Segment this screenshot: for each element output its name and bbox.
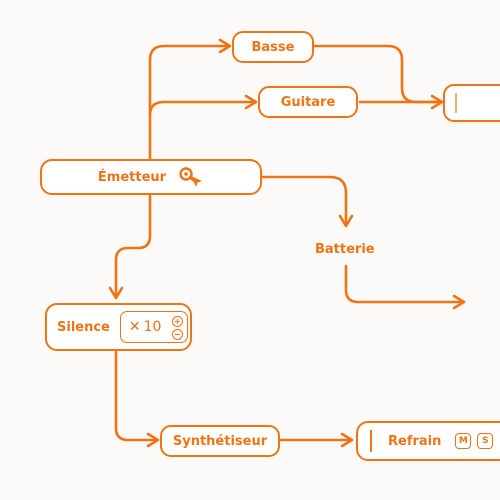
node-guitare-label: Guitare xyxy=(280,94,336,110)
plus-icon[interactable]: + xyxy=(171,316,183,327)
arrowhead-guitare xyxy=(244,94,258,110)
node-batterie[interactable]: Batterie xyxy=(315,242,375,257)
arrowhead-refrain xyxy=(340,432,354,448)
connector-emetteur-guitare xyxy=(148,100,256,117)
node-emetteur[interactable]: Émetteur xyxy=(40,159,262,195)
arrowhead-basse xyxy=(218,38,232,54)
arrowhead-silence xyxy=(108,286,124,300)
repeat-multiply-icon: ✕ xyxy=(128,319,141,335)
minus-icon[interactable]: − xyxy=(171,329,183,340)
node-output-divider xyxy=(455,93,457,113)
key-cursor-icon xyxy=(178,165,204,189)
node-batterie-label: Batterie xyxy=(315,242,375,257)
node-synthetiseur[interactable]: Synthétiseur xyxy=(160,425,280,457)
node-guitare[interactable]: Guitare xyxy=(258,86,358,118)
arrowhead-batterie-out xyxy=(452,294,466,310)
node-emetteur-label: Émetteur xyxy=(97,169,167,185)
node-output-partial[interactable] xyxy=(443,84,500,122)
repeat-stepper: + − xyxy=(171,316,183,340)
connector-silence-synth xyxy=(114,350,158,442)
repeat-count-box[interactable]: ✕ 10 + − xyxy=(119,311,188,343)
mute-button[interactable]: M xyxy=(455,433,472,449)
connector-emetteur-basse xyxy=(148,44,230,162)
node-refrain-label: Refrain xyxy=(388,433,442,449)
arrowhead-right-node xyxy=(430,94,444,110)
connector-emetteur-silence xyxy=(114,194,152,298)
connector-batterie-out xyxy=(344,264,462,304)
node-synthetiseur-label: Synthétiseur xyxy=(172,433,268,449)
refrain-divider xyxy=(370,430,372,452)
arrowhead-synth xyxy=(146,432,160,448)
node-basse[interactable]: Basse xyxy=(232,31,314,63)
connectors xyxy=(108,38,466,448)
connector-emetteur-batterie xyxy=(260,175,348,226)
node-silence-label: Silence xyxy=(57,319,110,335)
solo-button[interactable]: S xyxy=(477,433,494,449)
repeat-count-value: 10 xyxy=(143,319,162,335)
node-basse-label: Basse xyxy=(251,39,295,55)
node-refrain[interactable]: Refrain M S xyxy=(356,421,500,461)
arrowhead-batterie xyxy=(338,214,354,228)
node-silence[interactable]: Silence ✕ 10 + − xyxy=(45,303,192,351)
